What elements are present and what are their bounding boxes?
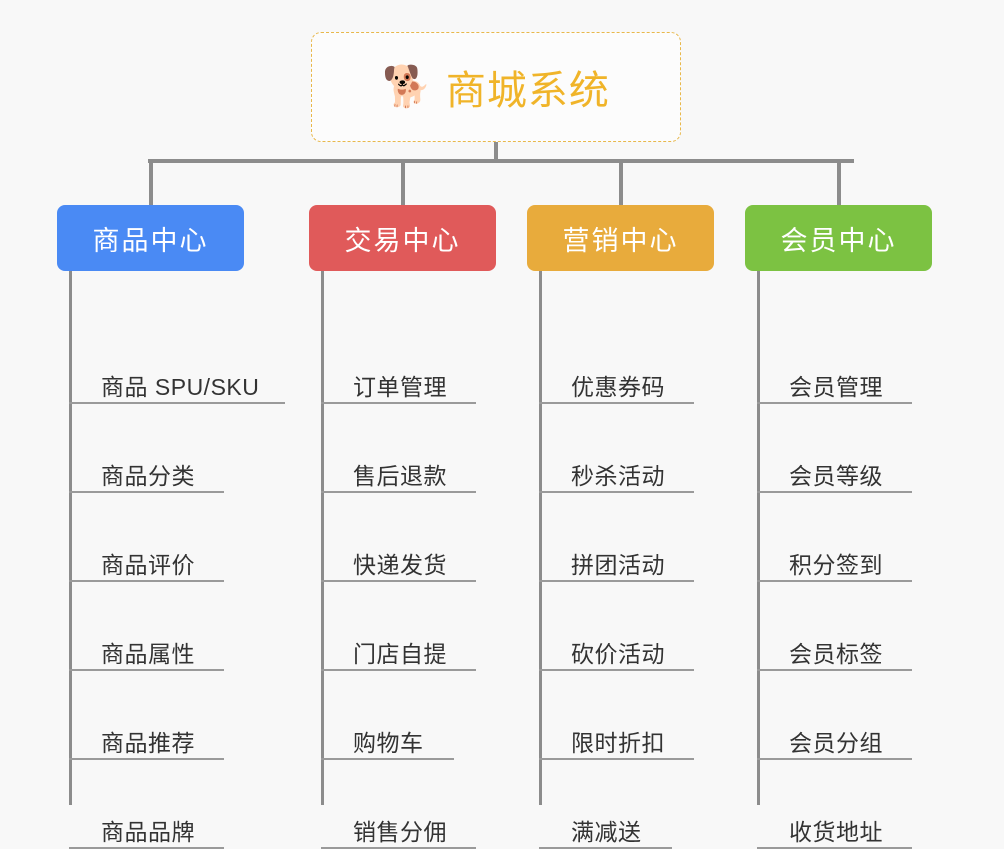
leaf-item-label: 限时折扣 — [571, 729, 665, 756]
branch-header-trade-center[interactable]: 交易中心 — [309, 205, 496, 271]
leaf-item[interactable]: 会员等级 — [757, 449, 912, 493]
leaf-item-label: 购物车 — [353, 729, 424, 756]
branch-member-center: 会员中心会员管理会员等级积分签到会员标签会员分组收货地址 — [745, 205, 932, 849]
leaf-item[interactable]: 收货地址 — [757, 805, 912, 849]
leaf-item-label: 商品品牌 — [101, 818, 195, 845]
leaf-item[interactable]: 订单管理 — [321, 360, 476, 404]
leaf-item[interactable]: 快递发货 — [321, 538, 476, 582]
branch-header-label: 会员中心 — [780, 225, 897, 256]
leaf-item-label: 门店自提 — [353, 640, 447, 667]
leaf-item-label: 拼团活动 — [571, 551, 665, 578]
leaf-item[interactable]: 商品属性 — [69, 627, 224, 671]
leaf-item-label: 商品推荐 — [101, 729, 195, 756]
leaf-item[interactable]: 会员分组 — [757, 716, 912, 760]
connector-horizontal-bus — [148, 159, 854, 163]
branch-header-marketing-center[interactable]: 营销中心 — [527, 205, 714, 271]
branch-rail-trade-center — [321, 271, 324, 805]
leaf-item-label: 订单管理 — [353, 373, 447, 400]
leaf-item-label: 销售分佣 — [353, 818, 447, 845]
leaf-item[interactable]: 商品评价 — [69, 538, 224, 582]
shiba-dog-face-icon: 🐕 — [382, 65, 432, 109]
leaf-item-label: 会员分组 — [789, 729, 883, 756]
branch-header-member-center[interactable]: 会员中心 — [745, 205, 932, 271]
leaf-item[interactable]: 砍价活动 — [539, 627, 694, 671]
branch-rail-member-center — [757, 271, 760, 805]
leaf-item[interactable]: 限时折扣 — [539, 716, 694, 760]
leaf-item[interactable]: 满减送 — [539, 805, 672, 849]
leaf-item-label: 优惠券码 — [571, 373, 665, 400]
leaf-item-label: 快递发货 — [353, 551, 447, 578]
branch-header-product-center[interactable]: 商品中心 — [57, 205, 244, 271]
leaf-item-label: 会员等级 — [789, 462, 883, 489]
leaf-item-label: 商品属性 — [101, 640, 195, 667]
leaf-item[interactable]: 商品 SPU/SKU — [69, 360, 285, 404]
leaf-item[interactable]: 会员管理 — [757, 360, 912, 404]
leaf-item[interactable]: 购物车 — [321, 716, 454, 760]
connector-drop-trade-center — [401, 159, 405, 205]
leaf-item[interactable]: 门店自提 — [321, 627, 476, 671]
branch-header-label: 营销中心 — [562, 225, 679, 256]
branch-header-label: 交易中心 — [344, 225, 461, 256]
leaf-item-label: 满减送 — [571, 818, 642, 845]
branch-marketing-center: 营销中心优惠券码秒杀活动拼团活动砍价活动限时折扣满减送 — [527, 205, 714, 849]
leaf-item[interactable]: 秒杀活动 — [539, 449, 694, 493]
branch-rail-marketing-center — [539, 271, 542, 805]
leaf-item[interactable]: 商品分类 — [69, 449, 224, 493]
branch-product-center: 商品中心商品 SPU/SKU 商品分类商品评价商品属性商品推荐商品品牌 — [57, 205, 285, 849]
leaf-item[interactable]: 拼团活动 — [539, 538, 694, 582]
branch-header-label: 商品中心 — [92, 225, 209, 256]
leaf-item-label: 商品 SPU/SKU — [101, 373, 260, 400]
leaf-item-label: 会员管理 — [789, 373, 883, 400]
leaf-item[interactable]: 销售分佣 — [321, 805, 476, 849]
leaf-item[interactable]: 商品品牌 — [69, 805, 224, 849]
connector-drop-member-center — [837, 159, 841, 205]
leaf-item-label: 秒杀活动 — [571, 462, 665, 489]
leaf-item-label: 会员标签 — [789, 640, 883, 667]
connector-drop-product-center — [149, 159, 153, 205]
root-node-title: 商城系统 — [445, 69, 610, 113]
leaf-item-label: 积分签到 — [789, 551, 883, 578]
leaf-item[interactable]: 积分签到 — [757, 538, 912, 582]
leaf-item-label: 商品分类 — [101, 462, 195, 489]
leaf-item-label: 收货地址 — [789, 818, 883, 845]
connector-drop-marketing-center — [619, 159, 623, 205]
leaf-item[interactable]: 优惠券码 — [539, 360, 694, 404]
leaf-item-label: 商品评价 — [101, 551, 195, 578]
leaf-item[interactable]: 会员标签 — [757, 627, 912, 671]
leaf-item[interactable]: 商品推荐 — [69, 716, 224, 760]
root-node-shop-system[interactable]: 🐕 商城系统 — [311, 32, 681, 142]
leaf-item-label: 售后退款 — [353, 462, 447, 489]
connector-root-stem — [494, 142, 498, 162]
branch-trade-center: 交易中心订单管理售后退款快递发货门店自提购物车销售分佣 — [309, 205, 496, 849]
leaf-item[interactable]: 售后退款 — [321, 449, 476, 493]
leaf-item-label: 砍价活动 — [571, 640, 665, 667]
branch-rail-product-center — [69, 271, 72, 805]
